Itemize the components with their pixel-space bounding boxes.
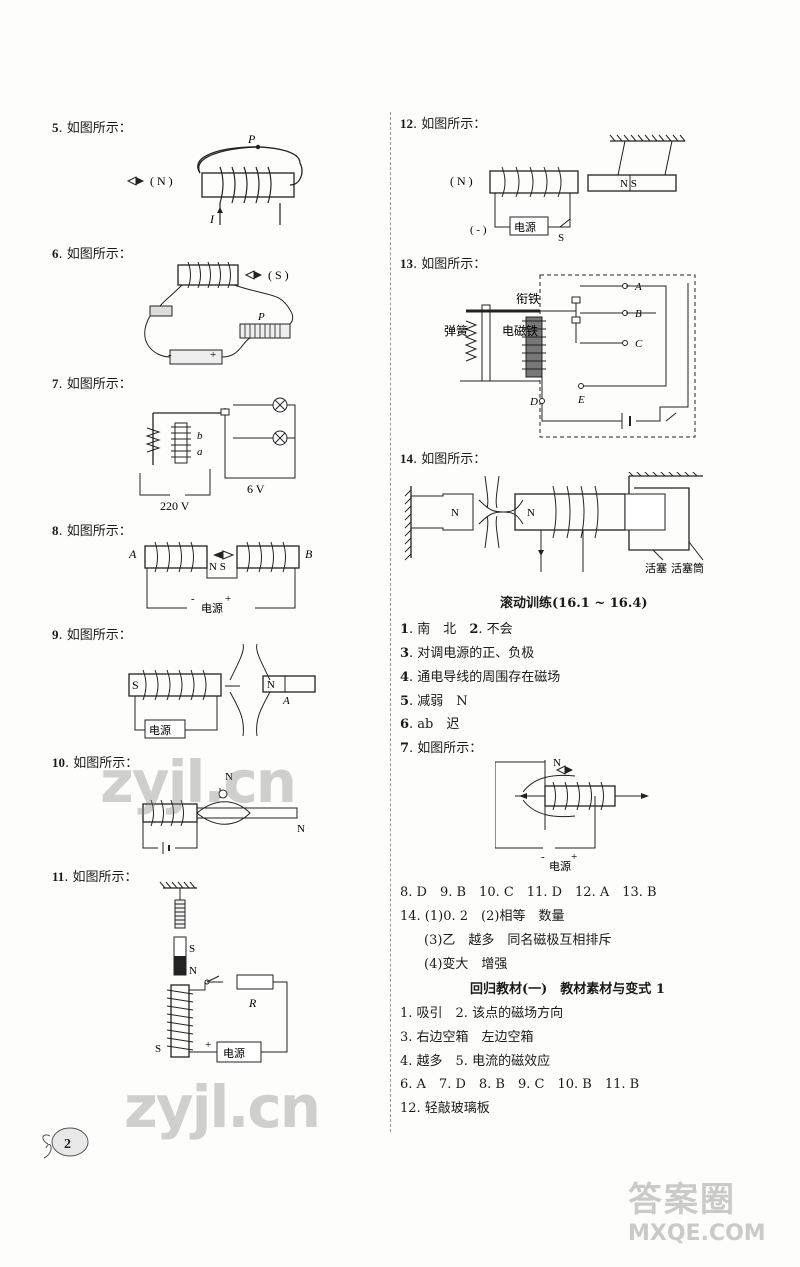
q11-label-plus: + xyxy=(205,1039,211,1051)
page-number: 2 xyxy=(64,1137,71,1152)
figure-q8: A B N S - + 电源 xyxy=(128,541,313,615)
q5-label-i: I xyxy=(209,212,215,226)
stamp-logo: 答案圈 MXQE.COM xyxy=(628,1180,766,1246)
figure-q11: S N S R + 电源 xyxy=(155,881,288,1063)
q5-label-n: ( N ) xyxy=(150,174,173,188)
rq7-label-power: 电源 xyxy=(549,859,571,873)
q8-label-ns: N S xyxy=(209,561,226,573)
q13-label-a: A xyxy=(634,281,642,293)
answer-14-line-3: (4)变大 增强 xyxy=(424,957,508,972)
question-5-label: 5. 如图所示： xyxy=(52,120,132,136)
q13-label-spring-1: 弹簧 xyxy=(444,323,468,338)
question-14-label: 14. 如图所示： xyxy=(400,451,487,467)
answer-14-line-1: 14. (1)0. 2 (2)相等 数量 xyxy=(400,909,565,924)
q13-label-d: D xyxy=(529,396,538,408)
question-10-label: 10. 如图所示： xyxy=(52,755,139,771)
q8-label-plus: + xyxy=(225,593,231,605)
q5-label-p: P xyxy=(247,133,256,146)
answer-line-3: 3. 对调电源的正、负极 xyxy=(400,646,535,661)
answer-line-5: 5. 减弱 N xyxy=(400,694,468,709)
answer-14-line-2: (3)乙 越多 同名磁极互相排斥 xyxy=(424,933,612,948)
q8-label-a: A xyxy=(128,547,137,561)
question-11-label: 11. 如图所示： xyxy=(52,869,138,885)
figure-q5: P I ( N ) xyxy=(126,133,303,226)
q7-label-b: b xyxy=(197,430,203,442)
rq7-label-plus: + xyxy=(571,851,577,863)
answer2-line-5: 12. 轻敲玻璃板 xyxy=(400,1101,490,1116)
q12-label-minus: ( - ) xyxy=(470,224,487,236)
q10-label-n2: N xyxy=(297,823,305,835)
q8-label-minus: - xyxy=(191,593,195,605)
q6-label-plus: + xyxy=(210,349,216,361)
watermark-2: zyjl.cn xyxy=(124,1073,321,1141)
q11-label-s2: S xyxy=(155,1043,161,1055)
q8-label-b: B xyxy=(305,547,313,561)
q14-label-cylinder: 活塞筒 xyxy=(671,561,704,575)
q13-label-magnet: 电磁铁 xyxy=(502,323,538,338)
q7-label-6v: 6 V xyxy=(247,482,265,496)
figure-q9: S N A 电源 xyxy=(128,643,316,739)
q9-label-n: N xyxy=(267,679,275,691)
answer-line-1: 1. 南 北 2. 不会 xyxy=(400,622,513,637)
question-7-label: 7. 如图所示： xyxy=(52,376,132,392)
answer2-line-1: 1. 吸引 2. 该点的磁场方向 xyxy=(400,1006,564,1021)
q13-label-armature: 衔铁 xyxy=(516,292,540,306)
q10-label-n1: N xyxy=(225,771,233,783)
question-6-label: 6. 如图所示： xyxy=(52,246,132,262)
q9-label-a: A xyxy=(282,695,290,707)
q6-label-p: P xyxy=(257,311,265,323)
q7-label-220v: 220 V xyxy=(160,499,190,513)
q14-label-piston: 活塞 xyxy=(645,561,667,575)
rq7-label-n: N xyxy=(553,757,561,769)
q6-label-minus: - xyxy=(168,349,172,361)
figure-rolling-q7: N - + 电源 xyxy=(495,757,649,873)
figure-q10: N N xyxy=(142,771,305,854)
q8-label-power: 电源 xyxy=(201,601,223,615)
question-8-label: 8. 如图所示： xyxy=(52,523,132,539)
answer-line-4: 4. 通电导线的周围存在磁场 xyxy=(400,670,561,685)
figure-q13: 衔铁 弹簧 电磁铁 A B C E D xyxy=(444,274,696,438)
q12-label-n: ( N ) xyxy=(450,174,473,188)
figure-q7: b a 6 V 220 V xyxy=(139,397,296,513)
answer-line-6: 6. ab 迟 xyxy=(400,717,460,732)
section-title-rolling: 滚动训练(16.1 ~ 16.4) xyxy=(500,596,648,611)
question-9-label: 9. 如图所示： xyxy=(52,627,132,643)
answer2-line-4: 6. A 7. D 8. B 9. C 10. B 11. B xyxy=(400,1077,640,1092)
q14-label-n2: N xyxy=(527,507,535,519)
answer-line-7: 7. 如图所示： xyxy=(400,741,483,756)
q11-label-r: R xyxy=(248,996,257,1010)
q7-label-a: a xyxy=(197,446,203,458)
answer2-line-3: 4. 越多 5. 电流的磁效应 xyxy=(400,1054,551,1069)
q11-label-n1: N xyxy=(189,965,197,977)
section-title-textbook: 回归教材(一) 教材素材与变式 1 xyxy=(470,982,665,997)
q9-label-power: 电源 xyxy=(149,723,171,737)
figure-q6: ( S ) P - + xyxy=(144,262,294,365)
q13-label-c: C xyxy=(635,338,643,350)
rq7-label-minus: - xyxy=(541,851,545,863)
q13-label-b: B xyxy=(635,308,642,320)
page-number-ornament: 2 xyxy=(42,1127,89,1159)
watermark-1: zyjl.cn xyxy=(100,748,297,816)
answer-mc-row: 8. D 9. B 10. C 11. D 12. A 13. B xyxy=(400,885,657,900)
q12-label-power: 电源 xyxy=(514,220,536,234)
q11-label-s1: S xyxy=(189,943,195,955)
question-13-label: 13. 如图所示： xyxy=(400,256,487,272)
q12-label-s: S xyxy=(558,232,564,243)
column-divider xyxy=(390,112,391,1132)
q14-label-n1: N xyxy=(451,507,459,519)
figure-q12: N S ( N ) 电源 ( - ) S xyxy=(450,134,686,243)
question-12-label: 12. 如图所示： xyxy=(400,116,487,132)
q11-label-power: 电源 xyxy=(223,1046,245,1060)
figure-q14: N N 活塞 活塞筒 xyxy=(404,472,704,575)
q13-label-e: E xyxy=(577,394,585,406)
answer2-line-2: 3. 右边空箱 左边空箱 xyxy=(400,1030,534,1045)
q6-label-s: ( S ) xyxy=(268,268,289,282)
q12-label-ns: N S xyxy=(620,178,637,190)
q9-label-s: S xyxy=(132,678,139,692)
